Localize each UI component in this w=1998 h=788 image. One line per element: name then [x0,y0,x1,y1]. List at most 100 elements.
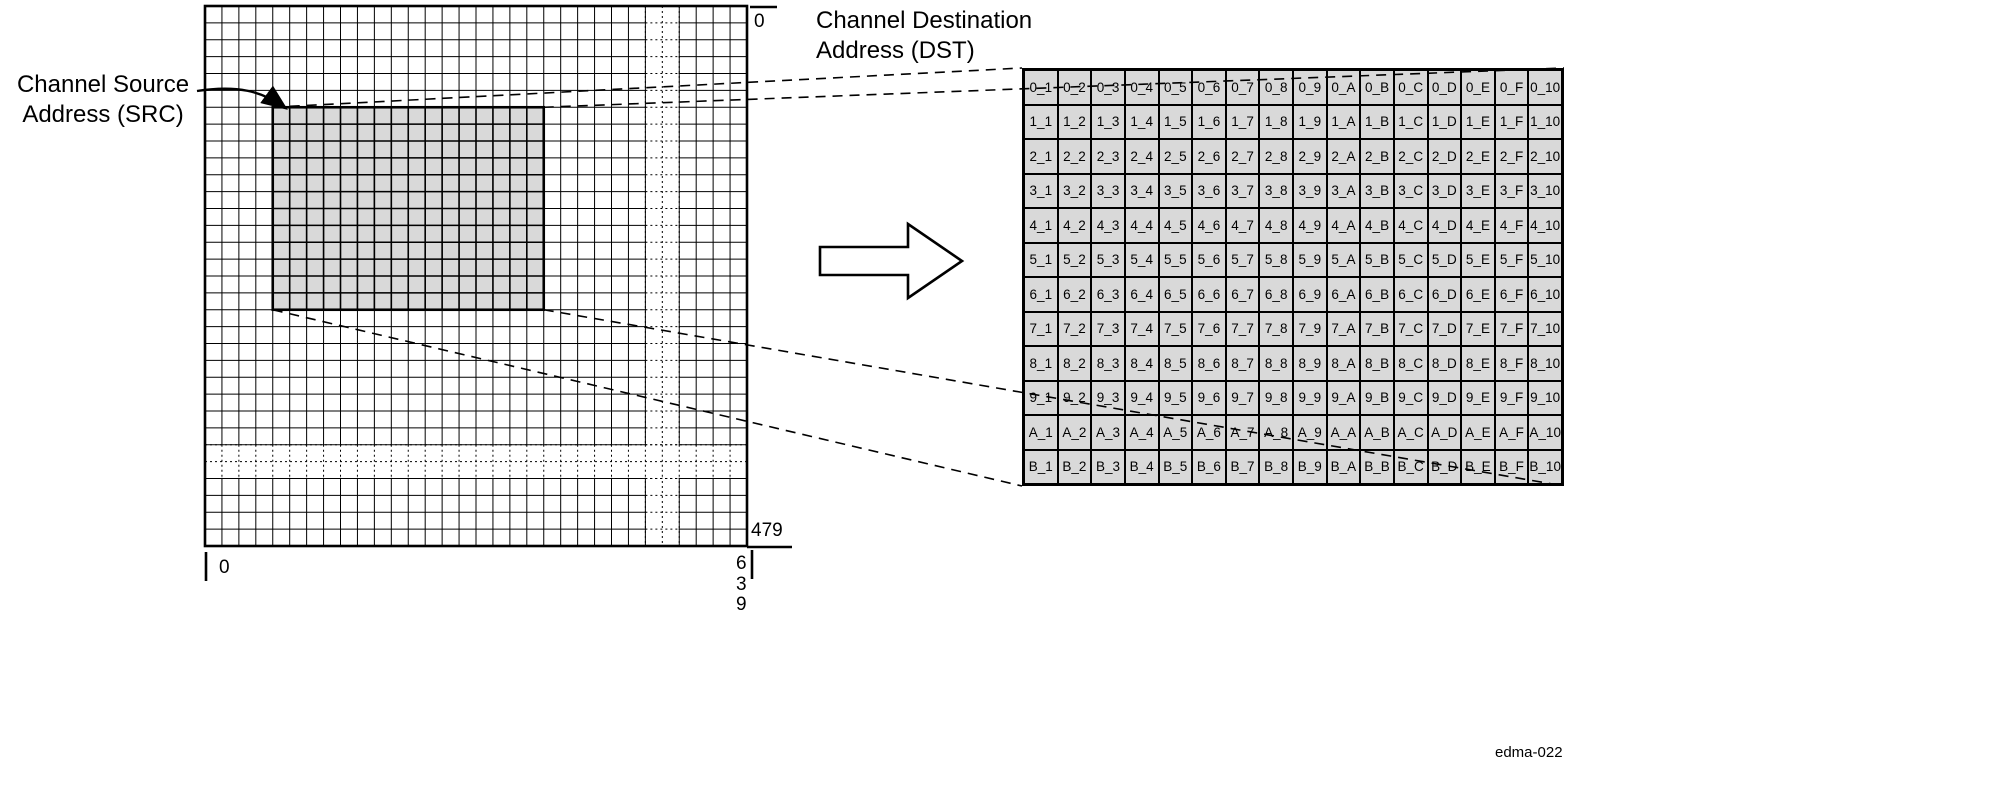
dest-cell: 6_10 [1529,278,1561,311]
dest-cell: A_4 [1125,416,1158,449]
dest-cell: 5_10 [1529,243,1561,276]
dest-cell: 4_C [1394,209,1427,242]
dest-cell: 4_1 [1025,209,1057,242]
dest-cell: A_6 [1193,416,1225,449]
dest-cell: 4_3 [1092,209,1124,242]
dest-cell: B_1 [1025,450,1057,483]
dest-cell: 8_D [1428,347,1461,380]
dest-cell: 6_4 [1125,278,1158,311]
dst-address-label-line2: Address (DST) [816,37,975,65]
dest-cell: 2_D [1428,140,1461,173]
dest-cell: 8_A [1327,347,1360,380]
dest-cell: 8_C [1394,347,1427,380]
dest-cell: 7_9 [1294,312,1326,345]
dest-cell: 6_7 [1226,278,1259,311]
dest-cell: 8_2 [1058,347,1091,380]
dest-cell: 0_9 [1294,71,1326,104]
dest-cell: 2_7 [1226,140,1259,173]
dest-cell: 3_2 [1058,174,1091,207]
dest-cell: A_C [1394,416,1427,449]
dest-cell: 9_8 [1260,381,1292,414]
dest-cell: A_8 [1260,416,1292,449]
dest-cell: 3_E [1462,174,1494,207]
dest-cell: 1_2 [1058,105,1091,138]
dest-cell: 2_A [1327,140,1360,173]
dest-cell: B_5 [1159,450,1192,483]
dest-cell: B_2 [1058,450,1091,483]
dest-cell: B_7 [1226,450,1259,483]
dest-cell: 6_B [1361,278,1393,311]
dest-cell: 2_B [1361,140,1393,173]
dest-cell: 5_F [1495,243,1528,276]
dest-cell: 5_6 [1193,243,1225,276]
dest-cell: 5_B [1361,243,1393,276]
dest-cell: 4_D [1428,209,1461,242]
dest-cell: 4_8 [1260,209,1292,242]
dest-cell: 6_1 [1025,278,1057,311]
dest-cell: 4_5 [1159,209,1192,242]
dest-cell: 8_E [1462,347,1494,380]
src-address-label: Channel Source Address (SRC) [4,70,202,131]
dest-cell: 4_2 [1058,209,1091,242]
dest-cell: 7_A [1327,312,1360,345]
dest-cell: 5_7 [1226,243,1259,276]
dest-cell: 8_4 [1125,347,1158,380]
dest-cell: 9_B [1361,381,1393,414]
dest-cell: 6_9 [1294,278,1326,311]
dest-cell: 6_A [1327,278,1360,311]
dest-cell: 9_A [1327,381,1360,414]
dest-cell: 8_5 [1159,347,1192,380]
dest-cell: 3_C [1394,174,1427,207]
dest-cell: 9_C [1394,381,1427,414]
dest-cell: A_A [1327,416,1360,449]
dest-cell: 0_A [1327,71,1360,104]
dest-cell: 9_2 [1058,381,1091,414]
dest-cell: 7_E [1462,312,1494,345]
dest-cell: 8_10 [1529,347,1561,380]
col-end-index: 639 [736,553,747,616]
dest-cell: 1_3 [1092,105,1124,138]
dest-cell: 3_3 [1092,174,1124,207]
dest-cell: 9_7 [1226,381,1259,414]
dest-cell: B_E [1462,450,1494,483]
dest-cell: 6_3 [1092,278,1124,311]
dest-cell: 0_10 [1529,71,1561,104]
dest-cell: 9_9 [1294,381,1326,414]
dest-cell: 6_E [1462,278,1494,311]
src-address-label-line1: Channel Source [16,71,190,98]
dest-cell: 0_5 [1159,71,1192,104]
dest-cell: 2_2 [1058,140,1091,173]
dest-cell: 8_6 [1193,347,1225,380]
dest-cell: B_8 [1260,450,1292,483]
dest-cell: 1_9 [1294,105,1326,138]
dest-cell: B_F [1495,450,1528,483]
dest-cell: 7_7 [1226,312,1259,345]
dest-cell: A_B [1361,416,1393,449]
dest-cell: 0_3 [1092,71,1124,104]
dest-cell: 9_10 [1529,381,1561,414]
dest-cell: A_5 [1159,416,1192,449]
dest-cell: 5_8 [1260,243,1292,276]
dest-cell: 9_4 [1125,381,1158,414]
dest-cell: 5_3 [1092,243,1124,276]
dest-cell: 3_5 [1159,174,1192,207]
dest-cell: 5_5 [1159,243,1192,276]
dest-cell: 1_A [1327,105,1360,138]
dest-cell: 9_F [1495,381,1528,414]
dest-cell: 2_3 [1092,140,1124,173]
transfer-arrow [818,221,965,301]
dest-cell: 7_B [1361,312,1393,345]
dest-cell: 2_C [1394,140,1427,173]
dest-cell: 8_F [1495,347,1528,380]
dest-cell: 7_C [1394,312,1427,345]
dest-cell: 3_8 [1260,174,1292,207]
dest-cell: 6_2 [1058,278,1091,311]
dest-cell: A_2 [1058,416,1091,449]
dest-cell: 6_D [1428,278,1461,311]
dest-cell: 4_10 [1529,209,1561,242]
dest-cell: 0_C [1394,71,1427,104]
dest-cell: 6_C [1394,278,1427,311]
dest-cell: 1_7 [1226,105,1259,138]
dest-cell: 1_1 [1025,105,1057,138]
dest-cell: 0_7 [1226,71,1259,104]
